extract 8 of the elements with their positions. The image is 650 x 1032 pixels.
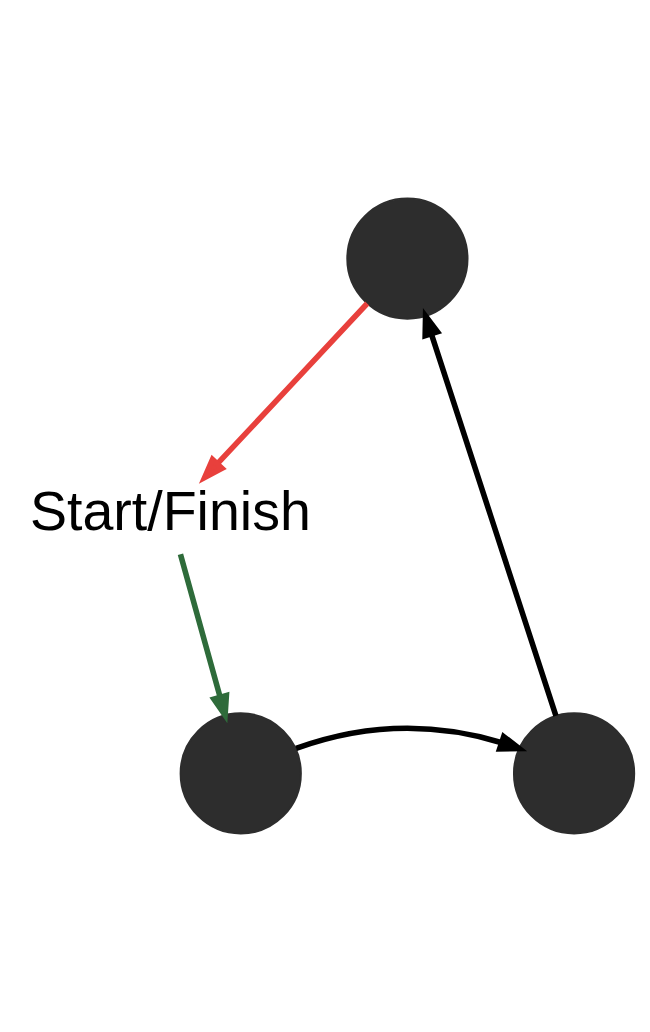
- arrow: [198, 301, 370, 484]
- arrow: [295, 725, 528, 752]
- node-circle: [512, 712, 636, 835]
- node-text: Start/Finish: [29, 479, 311, 542]
- node-circle: [346, 197, 469, 320]
- arrow: [422, 308, 559, 717]
- node-circle: [179, 712, 302, 835]
- arrow: [177, 553, 230, 724]
